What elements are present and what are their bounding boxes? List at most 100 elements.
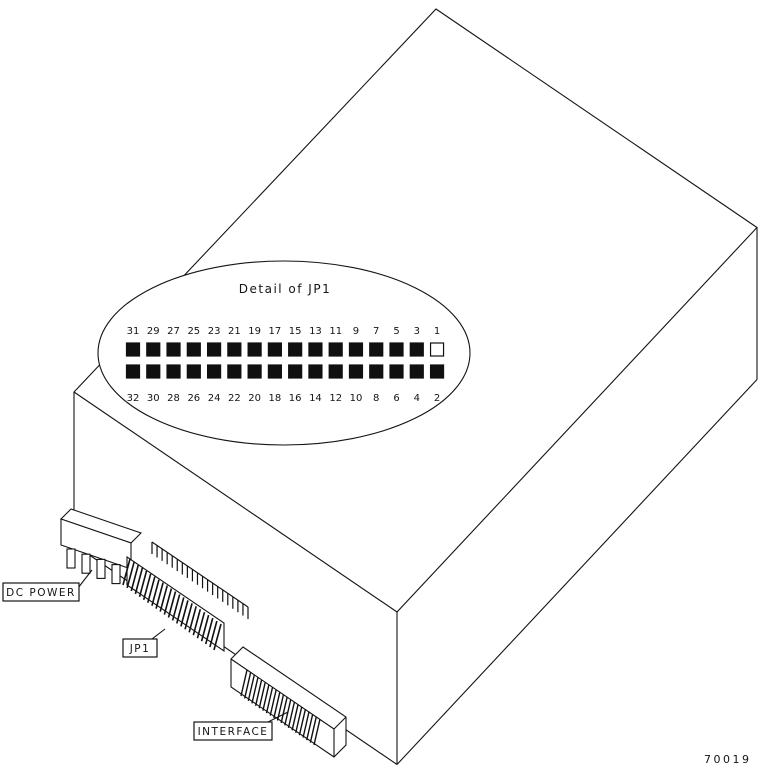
pin-square bbox=[308, 364, 323, 379]
interface-contact-line bbox=[306, 713, 314, 741]
interface-label: INTERFACE bbox=[198, 726, 269, 738]
pin-number-bottom: 6 bbox=[393, 393, 399, 404]
dc-power-label: DC POWER bbox=[6, 587, 76, 599]
pin-square bbox=[247, 364, 262, 379]
jp1-label-box bbox=[122, 638, 158, 658]
pin-number-bottom: 2 bbox=[434, 393, 440, 404]
pin-square bbox=[166, 342, 181, 357]
detail-title: Detail of JP1 bbox=[239, 282, 331, 296]
pin-square bbox=[369, 364, 384, 379]
drive-bottom-right-edge bbox=[396, 379, 758, 765]
interface-pointer-line bbox=[267, 711, 289, 723]
interface-contact-line bbox=[295, 706, 303, 733]
jp1-hatch-line bbox=[196, 611, 206, 639]
pin-square bbox=[288, 364, 303, 379]
pin-number-top: 17 bbox=[269, 326, 282, 337]
dc-power-pin bbox=[66, 548, 76, 569]
jp1-hatch-line bbox=[213, 623, 222, 651]
jp1-hatch-line bbox=[180, 600, 189, 627]
interface-contact-line bbox=[262, 684, 270, 711]
pin-square bbox=[389, 342, 404, 357]
pin-square bbox=[206, 342, 222, 357]
jp1-connector bbox=[122, 541, 249, 653]
pin-square bbox=[227, 364, 242, 379]
jp1-pin-comb bbox=[151, 542, 249, 619]
pin-square bbox=[348, 342, 364, 357]
jp1-hatch-line bbox=[130, 564, 140, 592]
pin-number-bottom: 12 bbox=[329, 393, 342, 404]
pin-square bbox=[348, 364, 364, 379]
interface-contact-line bbox=[243, 672, 252, 699]
jp1-hatch-line bbox=[188, 606, 197, 633]
pin-number-bottom: 20 bbox=[248, 393, 261, 404]
pin-square bbox=[247, 342, 262, 357]
callout-labels: DC POWER JP1 INTERFACE bbox=[2, 569, 289, 741]
dc-power-pin bbox=[111, 564, 121, 585]
jp1-hatch-line bbox=[184, 603, 193, 630]
dc-power-pins bbox=[66, 548, 121, 585]
pin-square bbox=[267, 364, 282, 379]
dc-power-pin bbox=[81, 553, 91, 574]
interface-contact-line bbox=[313, 718, 321, 746]
interface-contact-line bbox=[287, 701, 296, 729]
pin-squares-top-row bbox=[125, 342, 445, 357]
interface-contact-line bbox=[291, 704, 299, 731]
jp1-pin-comb-rail bbox=[151, 541, 249, 608]
pin-square bbox=[369, 342, 384, 357]
pin-square bbox=[308, 342, 323, 357]
jp1-hatch-line bbox=[147, 576, 156, 603]
jp1-hatch-line bbox=[171, 594, 181, 621]
jp1-hatch-line bbox=[200, 614, 210, 642]
pin-number-bottom: 28 bbox=[167, 393, 180, 404]
jp1-hatch-line bbox=[134, 567, 144, 595]
pin-square bbox=[389, 364, 404, 379]
pin-number-top: 21 bbox=[228, 326, 241, 337]
interface-contact-line bbox=[265, 686, 274, 714]
pin-square bbox=[186, 364, 201, 379]
interface-connector bbox=[230, 646, 347, 758]
interface-contact-line bbox=[240, 669, 248, 697]
pin-square bbox=[409, 364, 424, 379]
dc-power-pin bbox=[96, 558, 106, 579]
pin-number-top: 27 bbox=[167, 326, 180, 337]
jp1-hatch-lines bbox=[122, 558, 222, 651]
pin-square bbox=[125, 342, 141, 357]
pin-number-top: 15 bbox=[289, 326, 302, 337]
pin-number-top: 7 bbox=[373, 326, 379, 337]
pin-number-top: 13 bbox=[309, 326, 322, 337]
interface-contact-line bbox=[273, 691, 281, 719]
pin-square bbox=[146, 364, 161, 379]
pin-square bbox=[206, 364, 222, 379]
interface-contact-line bbox=[269, 689, 277, 716]
dc-power-label-box bbox=[2, 582, 80, 602]
pin-square bbox=[227, 342, 242, 357]
jp1-hatch-line bbox=[138, 570, 148, 598]
pin-number-top: 9 bbox=[353, 326, 359, 337]
jp1-hatch-line bbox=[163, 588, 173, 615]
pin-square-open bbox=[429, 342, 445, 357]
pin-number-top: 1 bbox=[434, 326, 440, 337]
pin-square bbox=[267, 342, 282, 357]
pin-number-top: 23 bbox=[208, 326, 221, 337]
jp1-hatch-line bbox=[209, 620, 218, 648]
pin-number-bottom: 26 bbox=[187, 393, 200, 404]
pin-square bbox=[328, 342, 343, 357]
pin-number-bottom: 22 bbox=[228, 393, 241, 404]
pin-number-bottom: 16 bbox=[289, 393, 302, 404]
pin-number-top: 29 bbox=[147, 326, 160, 337]
jp1-hatch-line bbox=[142, 573, 152, 600]
interface-body-edge-corner bbox=[333, 716, 347, 730]
pin-number-bottom: 24 bbox=[208, 393, 221, 404]
jp1-hatch-line bbox=[204, 617, 214, 645]
interface-contact-line bbox=[298, 709, 307, 736]
interface-label-box bbox=[193, 721, 273, 741]
interface-contact-line bbox=[309, 716, 318, 743]
interface-contact-hatch bbox=[240, 669, 321, 746]
jp1-hatch-line bbox=[192, 609, 202, 636]
interface-contact-line bbox=[254, 679, 263, 706]
pin-number-bottom: 8 bbox=[373, 393, 379, 404]
